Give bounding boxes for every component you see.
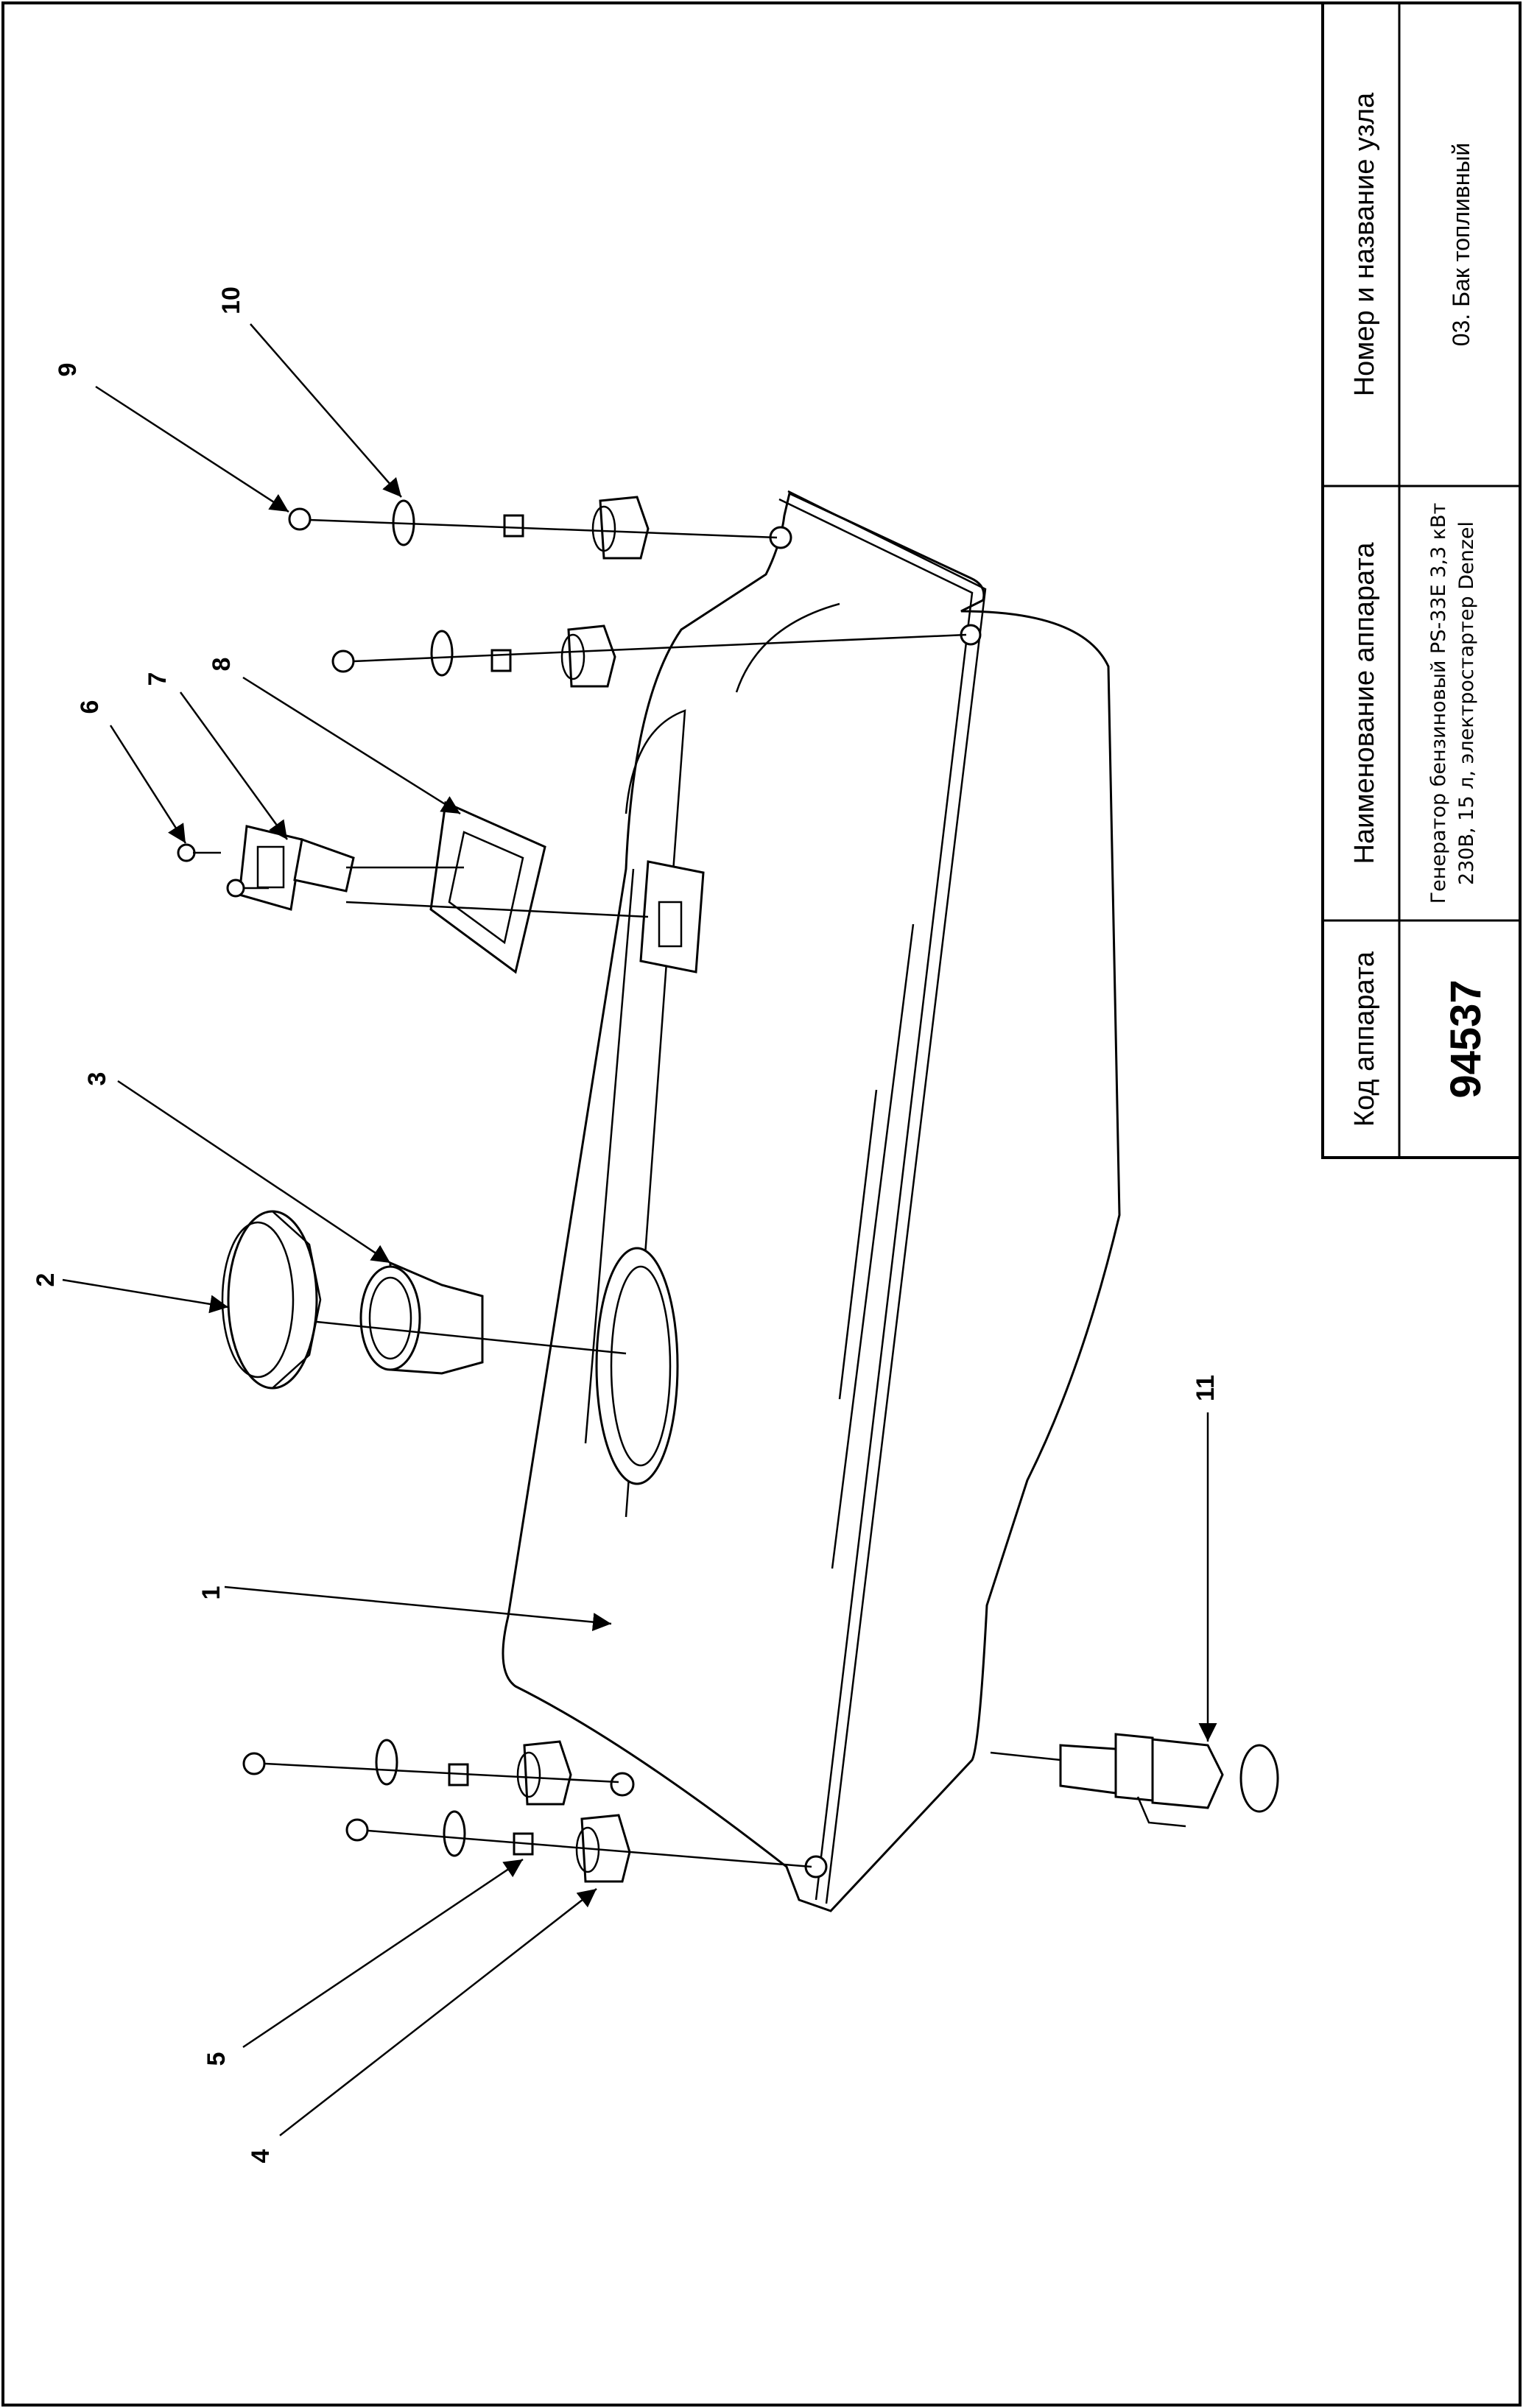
callout-6: 6: [76, 700, 104, 714]
fuel-gauge: [238, 825, 355, 911]
device-name-line2: 230В, 15 л, электростартер Denzel: [1455, 521, 1478, 885]
gauge-gasket: [429, 800, 546, 974]
callout-4: 4: [247, 2149, 275, 2163]
device-header: Наименование аппарата: [1349, 542, 1380, 865]
mount-hardware-upper: [288, 496, 967, 688]
callout-3: 3: [83, 1072, 111, 1086]
code-value: 94537: [1442, 979, 1490, 1098]
callout-leaders: [62, 323, 1217, 2136]
callout-labels: 1 2 3 4 5 6 7 8 9 10 11: [32, 286, 1220, 2163]
callout-10: 10: [217, 286, 245, 314]
fuel-valve: [990, 1733, 1279, 1828]
gauge-screws: [177, 843, 269, 898]
mount-hardware-lower: [242, 1739, 812, 1883]
callout-2: 2: [32, 1273, 60, 1287]
callout-11: 11: [1192, 1375, 1220, 1401]
device-name-line1: Генератор бензиновый PS-33E 3,3 кВт: [1427, 503, 1450, 904]
code-header: Код аппарата: [1349, 951, 1380, 1127]
callout-9: 9: [54, 363, 82, 377]
fuel-tank-assembly: [502, 490, 1121, 1912]
fuel-cap: [221, 1210, 322, 1390]
node-value: 03. Бак топливный: [1448, 143, 1474, 347]
fuel-strainer: [359, 1261, 484, 1375]
callout-5: 5: [203, 2052, 231, 2066]
node-header: Номер и название узла: [1349, 92, 1380, 396]
callout-8: 8: [208, 658, 236, 672]
callout-7: 7: [144, 672, 172, 686]
title-block: Номер и название узла 03. Бак топливный …: [1321, 1, 1522, 1159]
callout-1: 1: [197, 1586, 225, 1600]
